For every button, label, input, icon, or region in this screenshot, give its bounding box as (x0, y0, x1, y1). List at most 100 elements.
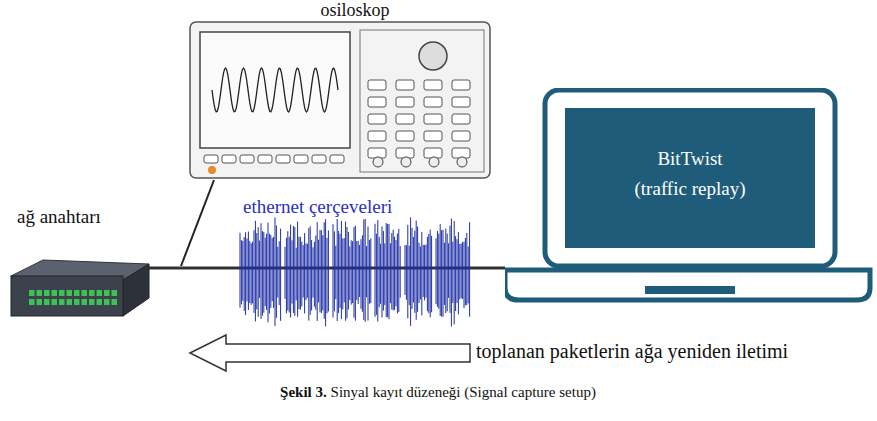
scope-key (424, 80, 442, 90)
waveform-stroke (244, 237, 245, 311)
waveform-stroke (349, 246, 350, 300)
waveform-stroke (407, 225, 408, 319)
switch-port (112, 290, 118, 296)
waveform-stroke (293, 226, 294, 313)
waveform-stroke (465, 238, 466, 305)
waveform-stroke (369, 240, 370, 304)
waveform-stroke (297, 222, 298, 317)
waveform-stroke (301, 242, 302, 307)
waveform-stroke (299, 237, 300, 309)
waveform-stroke (334, 231, 335, 311)
waveform-stroke (447, 234, 448, 312)
waveform-stroke (280, 229, 281, 321)
waveform-stroke (412, 228, 413, 309)
waveform-stroke (437, 231, 438, 307)
waveform-stroke (335, 246, 336, 299)
waveform-stroke (279, 241, 280, 305)
switch-port (104, 290, 110, 296)
waveform-stroke (252, 242, 253, 304)
waveform-stroke (457, 239, 458, 303)
scope-button (240, 155, 254, 163)
waveform-stroke (292, 240, 293, 303)
waveform-stroke (342, 238, 343, 309)
waveform-stroke (306, 243, 307, 300)
waveform-stroke (308, 228, 309, 321)
waveform-stroke (313, 247, 314, 297)
waveform-stroke (462, 242, 463, 299)
waveform-stroke (409, 246, 410, 305)
scope-key (452, 148, 470, 158)
switch-port (82, 299, 88, 305)
scope-button (294, 155, 308, 163)
waveform-stroke (296, 248, 297, 301)
switch-port (89, 290, 95, 296)
switch-port (104, 299, 110, 305)
scope-key (396, 148, 414, 158)
waveform-stroke (256, 233, 257, 309)
waveform-stroke (448, 243, 449, 298)
waveform-stroke (410, 217, 411, 326)
scope-key (368, 148, 386, 158)
waveform-stroke (421, 232, 422, 315)
waveform-stroke (261, 223, 262, 319)
waveform-stroke (254, 230, 255, 313)
waveform-stroke (370, 238, 371, 303)
waveform-stroke (413, 237, 414, 303)
waveform-stroke (333, 224, 334, 317)
frames-label: ethernet çerçeveleri (243, 196, 392, 218)
waveform-stroke (427, 237, 428, 311)
waveform-stroke (272, 238, 273, 301)
waveform-stroke (248, 232, 249, 310)
laptop-touchpad (645, 286, 735, 294)
waveform-stroke (380, 244, 381, 304)
switch-port (52, 299, 58, 305)
waveform-stroke (386, 223, 387, 317)
waveform-stroke (389, 224, 390, 319)
waveform-stroke (344, 238, 345, 302)
waveform-stroke (454, 221, 455, 325)
waveform-stroke (300, 237, 301, 310)
waveform-stroke (270, 235, 271, 308)
waveform-stroke (450, 226, 451, 313)
ethernet-frames-waveform (240, 217, 470, 326)
scope-button (276, 155, 290, 163)
scope-key (424, 97, 442, 107)
waveform-stroke (354, 227, 355, 318)
waveform-stroke (455, 236, 456, 311)
scope-connector (429, 157, 439, 167)
scope-key (368, 80, 386, 90)
waveform-stroke (431, 236, 432, 312)
switch-port (29, 290, 35, 296)
waveform-stroke (259, 241, 260, 298)
scope-key (396, 131, 414, 141)
device-label: osiloskop (188, 0, 492, 20)
scope-button (204, 155, 218, 163)
laptop-screen (565, 108, 815, 248)
scope-key (396, 97, 414, 107)
scope-key (368, 131, 386, 141)
waveform-stroke (366, 246, 367, 297)
switch-port (44, 290, 50, 296)
waveform-stroke (391, 233, 392, 309)
waveform-stroke (398, 229, 399, 312)
waveform-stroke (405, 245, 406, 295)
scope-key (452, 131, 470, 141)
waveform-stroke (255, 221, 256, 322)
screen-label: BitTwist (traffic replay) (632, 144, 748, 204)
waveform-stroke (383, 231, 384, 310)
scope-button (312, 155, 326, 163)
waveform-stroke (362, 235, 363, 311)
waveform-stroke (304, 233, 305, 313)
waveform-stroke (290, 225, 291, 318)
scope-key (452, 80, 470, 90)
waveform-stroke (341, 221, 342, 319)
waveform-stroke (322, 235, 323, 310)
waveform-stroke (356, 241, 357, 300)
waveform-stroke (430, 230, 431, 318)
waveform-stroke (363, 219, 364, 320)
waveform-stroke (379, 237, 380, 307)
probe-line (181, 180, 214, 266)
waveform-stroke (263, 232, 264, 313)
scope-key (424, 148, 442, 158)
waveform-stroke (424, 245, 425, 300)
